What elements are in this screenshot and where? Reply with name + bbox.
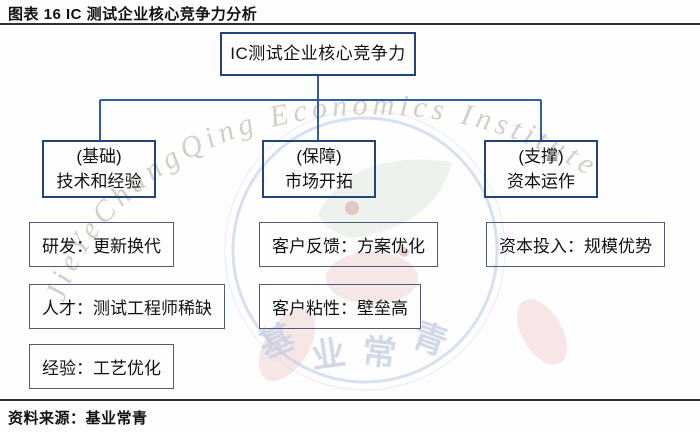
source-text: 资料来源：基业常青 (8, 410, 148, 427)
title-divider (0, 23, 700, 25)
leaf-node-feedback: 客户反馈：方案优化 (259, 222, 438, 267)
leaf-node-talent: 人才：测试工程师稀缺 (29, 284, 225, 329)
branch-label: 资本运作 (507, 172, 575, 191)
branch-tag: (支撑) (518, 146, 564, 166)
source-divider (0, 399, 700, 401)
branch-label: 技术和经验 (56, 172, 142, 191)
branch-node-guarantee: (保障) 市场开拓 (262, 140, 376, 198)
root-node: IC测试企业核心竞争力 (220, 32, 416, 76)
leaf-node-experience: 经验：工艺优化 (29, 344, 174, 389)
branch-node-foundation: (基础) 技术和经验 (42, 140, 156, 198)
watermark-pink-shape (517, 299, 567, 365)
watermark-seal-char: 常 (360, 332, 398, 373)
figure-title: 图表 16 IC 测试企业核心竞争力分析 (8, 6, 258, 23)
leaf-node-capital: 资本投入：规模优势 (486, 222, 665, 267)
branch-tag: (基础) (76, 146, 122, 166)
watermark-seal-char: 业 (309, 334, 348, 376)
watermark-pink-dot (345, 201, 359, 215)
leaf-node-rd: 研发：更新换代 (29, 222, 174, 267)
branch-label: 市场开拓 (285, 172, 353, 191)
branch-node-support: (支撑) 资本运作 (484, 140, 598, 198)
branch-tag: (保障) (296, 146, 342, 166)
leaf-node-stickiness: 客户粘性：壁垒高 (259, 284, 421, 329)
